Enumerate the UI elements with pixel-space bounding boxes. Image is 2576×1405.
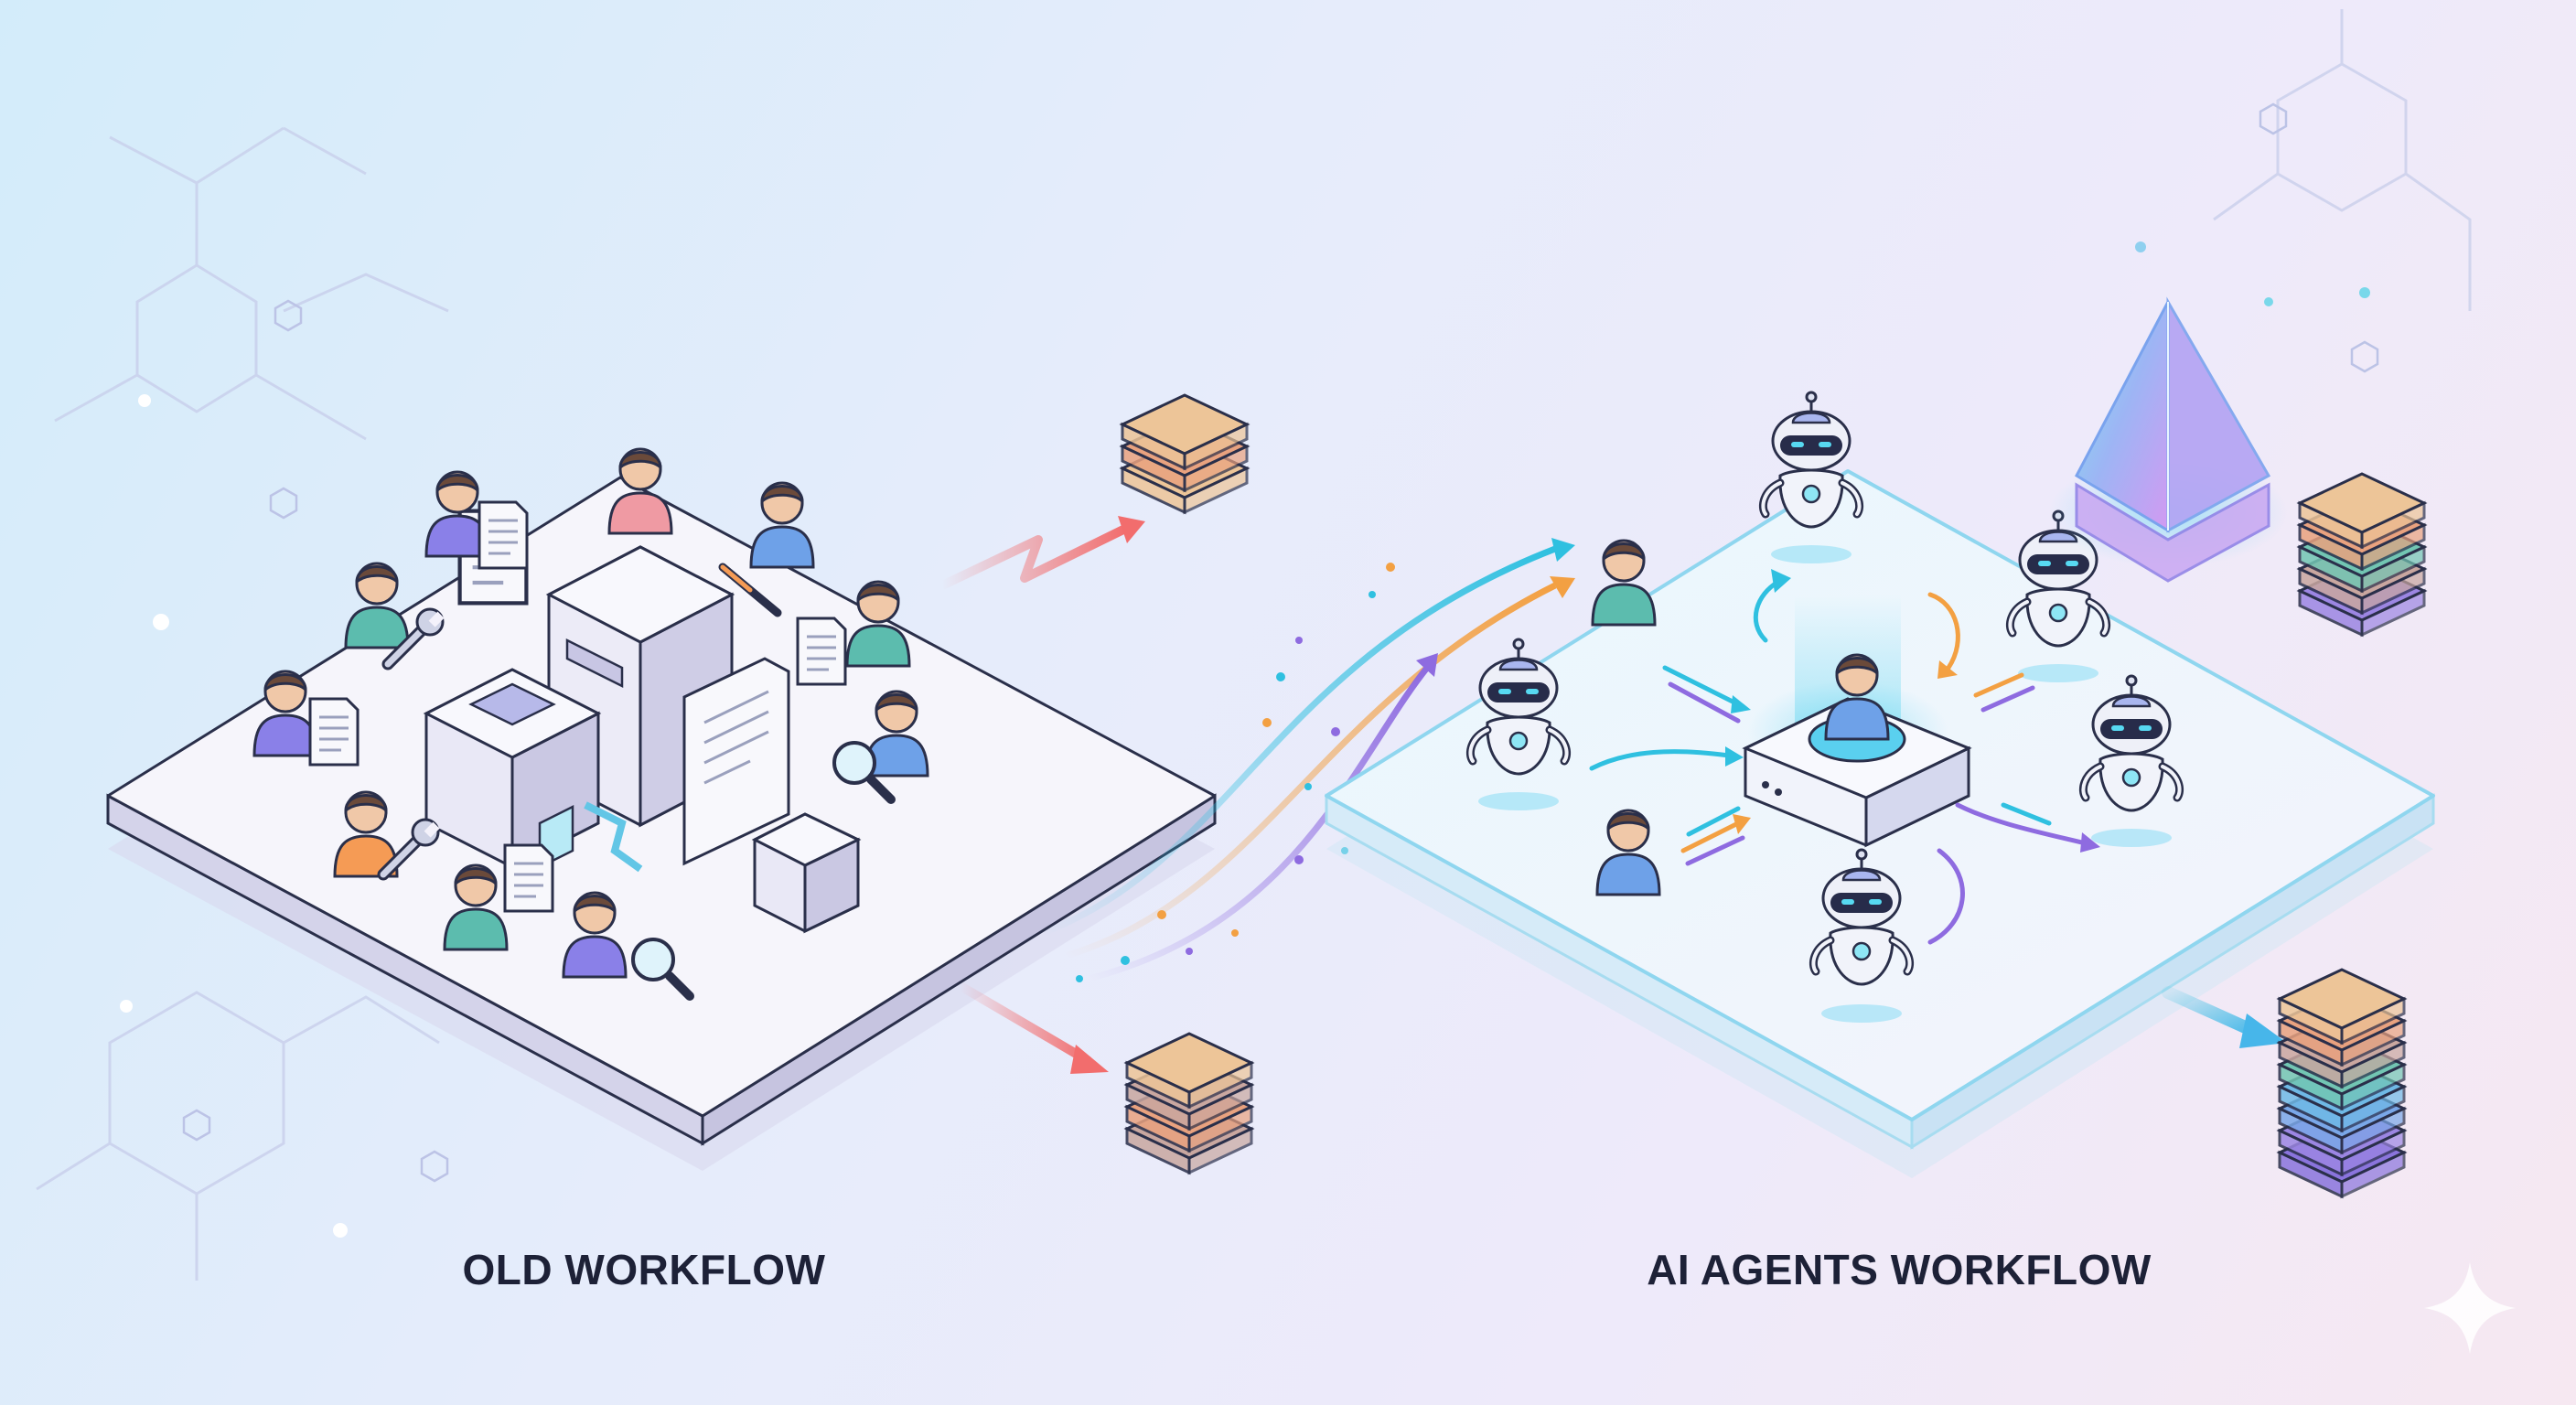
screwdriver-icon — [718, 563, 782, 617]
ai-agent-robots — [1470, 392, 2179, 1023]
document-icon — [796, 617, 847, 686]
pyramid-crystal-icon — [2049, 296, 2287, 583]
stacked-boxes-icon — [2278, 968, 2406, 1198]
old-output-arrows — [939, 516, 1145, 1074]
document-icon — [308, 697, 360, 767]
ai-agents-workflow-label: AI AGENTS WORKFLOW — [1647, 1246, 2152, 1293]
cube-icon — [751, 812, 862, 934]
sparkle-icon — [2424, 1262, 2516, 1354]
sparkle-dots — [120, 241, 2370, 1238]
transition-flow-arrows — [1041, 538, 1575, 982]
old-workflow-tools — [308, 500, 891, 996]
ai-internal-arrows — [1589, 579, 2088, 945]
document-icon — [503, 843, 554, 913]
stacked-boxes-icon — [1121, 393, 1249, 514]
person-icon — [1591, 539, 1657, 627]
document-icon — [682, 657, 790, 866]
central-hub-icon — [1742, 595, 1972, 848]
stacked-boxes-icon — [2298, 472, 2426, 637]
stacked-boxes-icon — [1125, 1032, 1253, 1174]
old-workflow-label: OLD WORKFLOW — [462, 1246, 826, 1293]
ai-output-arrow — [2162, 986, 2287, 1048]
printer-icon — [423, 668, 643, 873]
person-icon — [749, 481, 815, 569]
ai-arrow-heads — [1725, 569, 2100, 853]
person-icon — [344, 562, 410, 649]
document-icon — [478, 500, 529, 570]
hexagon-network-icon — [36, 9, 2472, 1281]
particle-dots — [1076, 563, 1395, 982]
